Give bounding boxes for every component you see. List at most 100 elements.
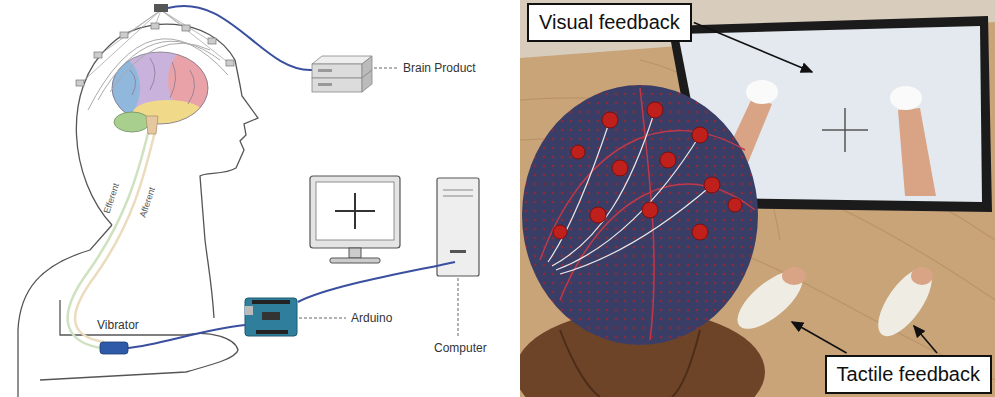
eeg-cap [88, 39, 228, 110]
eeg-cap [161, 10, 212, 42]
body-outline [40, 300, 238, 380]
pointer-arrows [694, 23, 937, 354]
spinal-pathways [75, 127, 156, 342]
experiment-photo [560, 185, 712, 274]
eeg-cap [226, 60, 234, 66]
arduino-board [245, 298, 297, 336]
eeg-cap [110, 43, 210, 92]
callout-box: Visual feedback [527, 3, 692, 42]
computer-tower [443, 196, 473, 197]
experiment-photo [692, 127, 708, 143]
spinal-pathways [68, 125, 156, 348]
callout-box: Tactile feedback [825, 355, 992, 394]
arduino-board [128, 325, 245, 348]
experiment-photo [556, 135, 700, 270]
experiment-photo [668, 16, 992, 212]
arduino-board [256, 330, 288, 334]
eeg-amplifier [318, 83, 332, 86]
experiment-photo [782, 267, 806, 285]
arduino-board [252, 300, 290, 304]
monitor [310, 176, 400, 263]
experiment-photo [540, 88, 755, 340]
device-label: Brain Product [402, 61, 477, 75]
brain [114, 112, 150, 132]
experiment-photo [602, 112, 618, 128]
pointer-arrow [792, 322, 847, 353]
experiment-photo [560, 184, 755, 300]
experiment-photo [704, 177, 720, 193]
experiment-photo [911, 267, 933, 285]
monitor [316, 182, 394, 240]
monitor [354, 193, 356, 229]
eeg-cap [94, 52, 102, 58]
eeg-cap [80, 10, 230, 84]
spinal-pathways [68, 125, 150, 348]
pathway-label: Efferent [102, 180, 123, 215]
monitor [330, 258, 380, 263]
vibrator [100, 342, 128, 354]
experiment-photo [728, 198, 742, 212]
monitor [310, 176, 400, 248]
experiment-photo [553, 102, 742, 240]
eeg-amplifier [318, 69, 332, 72]
device-label: Arduino [350, 311, 393, 325]
computer-tower [298, 262, 455, 302]
experiment-photo [553, 225, 567, 239]
experiment-photo [868, 259, 942, 344]
body-outline [18, 24, 258, 397]
device-label: Vibrator [96, 318, 140, 332]
experiment-photo [612, 160, 628, 176]
experiment-photo [692, 224, 708, 240]
arduino-board [262, 312, 280, 320]
body-outline [18, 225, 112, 397]
computer-tower [443, 190, 473, 191]
eeg-amplifier [168, 6, 312, 70]
computer-tower [458, 278, 459, 337]
eeg-amplifier [362, 70, 372, 92]
eeg-amplifier [312, 78, 362, 92]
experiment-photo [898, 108, 936, 196]
experiment-photo [746, 80, 778, 104]
device-label: Computer [433, 341, 488, 355]
experiment-photo [590, 207, 606, 223]
experiment-photo [552, 110, 655, 266]
experiment-photo [548, 110, 712, 274]
experiment-photo [642, 202, 658, 218]
eeg-amplifier [312, 64, 362, 78]
pointer-arrow [694, 23, 812, 73]
eeg-cap [76, 23, 234, 86]
experiment-photo [660, 152, 676, 168]
pathway-label: Afferent [138, 184, 159, 219]
computer-tower [298, 178, 479, 337]
callout-text: Tactile feedback [837, 362, 980, 387]
arduino-board [128, 298, 346, 348]
brain [146, 116, 158, 134]
eeg-cap [154, 4, 168, 12]
pointer-arrow [914, 326, 937, 353]
experiment-photo [571, 145, 585, 159]
eeg-cap [80, 10, 161, 84]
experiment-photo [522, 85, 758, 345]
eeg-cap [161, 10, 230, 64]
eeg-cap [208, 38, 216, 44]
eeg-cap [76, 80, 84, 86]
arduino-board [245, 306, 253, 315]
experiment-photo [647, 102, 663, 118]
monitor [349, 248, 361, 258]
eeg-cap [98, 10, 161, 56]
arduino-board [299, 318, 346, 319]
experiment-photo [548, 120, 610, 262]
computer-tower [450, 250, 466, 253]
computer-tower [437, 178, 479, 276]
eeg-amplifier [168, 6, 398, 92]
callout-text: Visual feedback [539, 10, 680, 35]
eeg-cap [124, 10, 161, 36]
vibrator [100, 342, 128, 354]
body-outline [76, 24, 258, 318]
eeg-amplifier [374, 68, 398, 69]
eeg-cap [76, 4, 234, 110]
eeg-cap [182, 25, 190, 31]
brain [130, 58, 195, 104]
eeg-cap [151, 23, 159, 29]
